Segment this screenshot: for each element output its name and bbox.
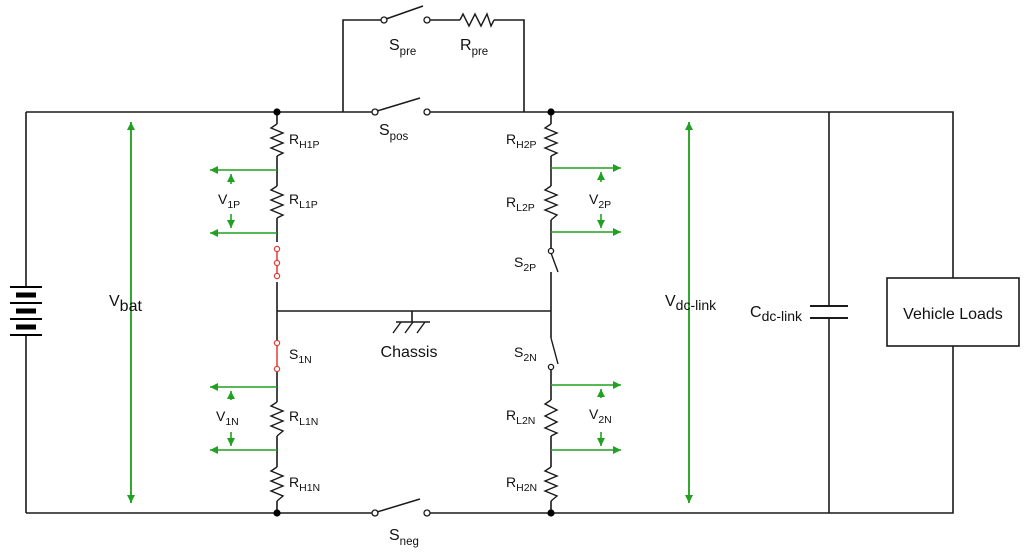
resistor-r-h2p [543,123,559,157]
v-1p-main: V [218,191,228,207]
junction-dots [273,108,555,517]
resistor-r-h1n [269,466,285,502]
r-l2p-label: RL2P [506,194,535,214]
v-1p-label: V1P [218,191,240,211]
s-pre-main: S [389,37,400,54]
resistor-r-h1p [269,123,285,157]
v-2n-main: V [589,406,599,422]
v-bat-sub: bat [120,298,143,315]
v-2p-sub: 2P [598,199,611,211]
resistor-r-l1n [269,401,285,437]
resistor-r-l2p [543,185,559,221]
r-h1p-sub: H1P [299,139,319,151]
v-dc-link-main: V [665,293,676,310]
s-neg-main: S [389,527,400,544]
r-h2n-sub: H2N [516,482,537,494]
s-neg-label: Sneg [389,527,419,548]
v-2p-main: V [589,191,599,207]
r-h1n-main: R [289,474,299,490]
chassis-ground-symbol [392,321,430,334]
v-bat-label: Vbat [109,293,142,315]
v-1n-label: V1N [216,408,239,428]
v-2n-sub: 2N [598,414,611,426]
r-l1p-main: R [289,191,299,207]
negative-main-switch [371,498,431,517]
r-l1p-label: RL1P [289,191,318,211]
c-dc-link-sub: dc-link [762,308,803,324]
v-dc-link-sub: dc-link [676,297,717,313]
vehicle-loads-box [886,277,1020,347]
r-h1p-label: RH1P [289,131,320,151]
s-pre-label: Spre [389,37,416,58]
r-pre-sub: pre [472,46,489,58]
s-2n-sub: 2N [523,352,536,364]
s-pos-main: S [379,122,390,139]
s-1n-label: S1N [289,346,312,366]
v-dc-link-label: Vdc-link [665,293,717,313]
r-h2p-main: R [506,131,516,147]
c-dc-link-main: C [750,304,762,321]
s-1n-sub: 1N [298,354,311,366]
r-pre-main: R [460,37,472,54]
battery-symbol [10,286,42,336]
switch-s1p-red [273,245,281,280]
s-pos-label: Spos [379,122,408,143]
v-2p-label: V2P [589,191,611,211]
v-1n-main: V [216,408,226,424]
r-pre-label: Rpre [460,37,488,58]
s-1n-main: S [289,346,298,362]
v-2n-label: V2N [589,406,612,426]
s-2p-sub: 2P [523,262,536,274]
r-h2p-sub: H2P [516,139,536,151]
c-dc-link-label: Cdc-link [750,304,803,324]
precharge-switch [380,5,431,24]
main-wiring [25,19,954,514]
r-l2p-sub: L2P [516,202,535,214]
s-2p-label: S2P [514,254,536,274]
r-h1n-sub: H1N [299,482,320,494]
v-1n-sub: 1N [225,416,238,428]
r-l1p-sub: L1P [299,199,318,211]
r-l2n-label: RL2N [506,407,535,427]
resistor-r-l2n [543,399,559,437]
r-l1n-sub: L1N [299,416,318,428]
switch-s2p [547,247,559,273]
vehicle-loads-label: Vehicle Loads [903,306,1003,323]
r-h2n-main: R [506,474,516,490]
chassis-label: Chassis [381,344,438,361]
s-2p-main: S [514,254,523,270]
s-2n-main: S [514,344,523,360]
r-h1p-main: R [289,131,299,147]
r-l2n-main: R [506,407,516,423]
resistor-r-l1p [269,185,285,219]
r-h2p-label: RH2P [506,131,537,151]
s-neg-sub: neg [400,536,419,548]
dc-link-capacitor-symbol [810,305,848,319]
r-l2n-sub: L2N [516,415,535,427]
r-l2p-main: R [506,194,516,210]
r-l1n-label: RL1N [289,408,318,428]
resistor-r-pre [459,12,495,28]
voltage-arrows [127,122,693,503]
s-2n-label: S2N [514,344,537,364]
v-bat-main: V [109,293,120,310]
r-l1n-main: R [289,408,299,424]
resistor-r-h2n [543,466,559,502]
s-pos-sub: pos [390,131,409,143]
r-h1n-label: RH1N [289,474,320,494]
positive-main-switch [371,97,431,116]
switch-s2n [547,337,559,371]
v-1p-sub: 1P [227,199,240,211]
switch-s1n-red [273,339,281,373]
r-h2n-label: RH2N [506,474,537,494]
s-pre-sub: pre [400,46,417,58]
